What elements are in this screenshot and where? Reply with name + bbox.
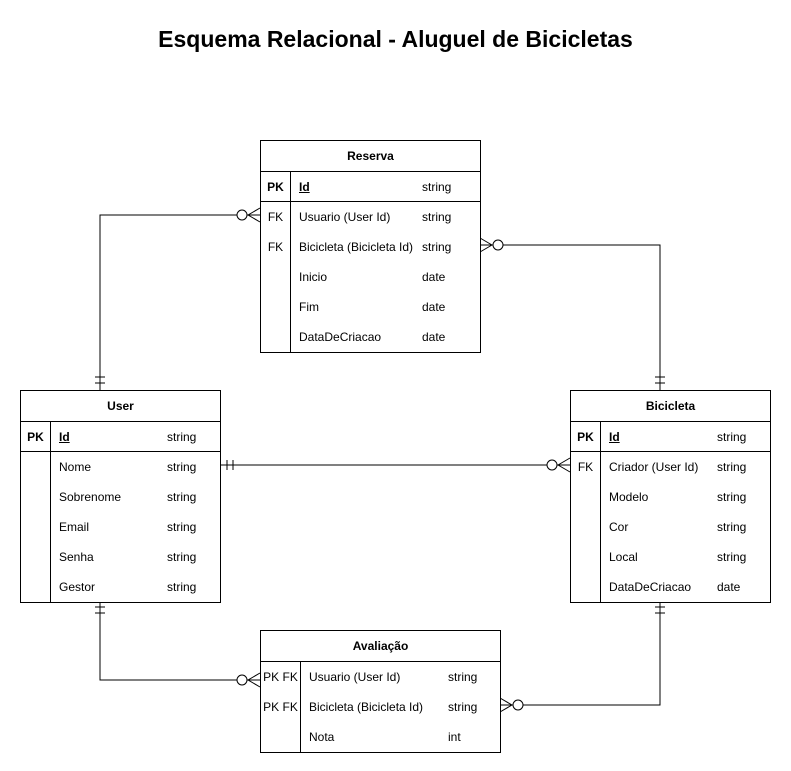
entity-title: Reserva <box>261 141 480 172</box>
field-name: Id <box>59 429 70 444</box>
field-row: FK Bicicleta (Bicicleta Id) string <box>261 232 480 262</box>
field-name: DataDeCriacao <box>299 330 382 344</box>
field-name: Id <box>299 179 310 194</box>
field-type: int <box>448 730 461 744</box>
field-type: string <box>448 670 478 684</box>
field-name: Local <box>609 550 638 564</box>
field-row: Cor string <box>571 512 770 542</box>
field-type: date <box>422 300 446 314</box>
field-name: Usuario (User Id) <box>299 210 391 224</box>
field-row: Fim date <box>261 292 480 322</box>
field-row: Modelo string <box>571 482 770 512</box>
field-row: Sobrenome string <box>21 482 220 512</box>
field-type: string <box>422 240 452 254</box>
diagram-title: Esquema Relacional - Aluguel de Biciclet… <box>158 26 633 52</box>
entity-title: Bicicleta <box>571 391 770 422</box>
field-type: string <box>167 520 197 534</box>
rel-user-reserva <box>99 214 260 390</box>
pk-row: PK Id string <box>571 422 770 452</box>
key-label: PK FK <box>261 692 301 722</box>
key-label <box>571 542 601 572</box>
field-type: string <box>717 520 747 534</box>
field-name: Nome <box>59 460 92 474</box>
field-type: string <box>717 490 747 504</box>
field-row: Local string <box>571 542 770 572</box>
key-label: PK <box>261 172 291 201</box>
field-type: string <box>167 490 197 504</box>
entity-avaliacao: Avaliação PK FK Usuario (User Id) string… <box>260 630 501 753</box>
rel-user-avaliacao <box>99 600 260 681</box>
key-label <box>21 452 51 482</box>
rel-bicicleta-avaliacao <box>500 600 661 706</box>
field-type: date <box>422 270 446 284</box>
field-row: FK Criador (User Id) string <box>571 452 770 482</box>
key-label: PK FK <box>261 662 301 692</box>
field-name: Id <box>609 429 620 444</box>
field-row: Email string <box>21 512 220 542</box>
key-label: FK <box>261 202 291 232</box>
field-name: Sobrenome <box>59 490 122 504</box>
field-name: DataDeCriacao <box>609 580 692 594</box>
field-type: string <box>717 550 747 564</box>
field-row: FK Usuario (User Id) string <box>261 202 480 232</box>
field-row: DataDeCriacao date <box>261 322 480 352</box>
key-label <box>21 542 51 572</box>
rel-bicicleta-reserva <box>480 244 661 390</box>
entity-user: User PK Id string Nome string Sobrenome … <box>20 390 221 603</box>
field-row: Nota int <box>261 722 500 752</box>
field-row: Senha string <box>21 542 220 572</box>
field-name: Bicicleta (Bicicleta Id) <box>309 700 424 714</box>
key-label <box>261 292 291 322</box>
key-label <box>571 512 601 542</box>
key-label <box>571 572 601 602</box>
field-name: Modelo <box>609 490 649 504</box>
key-label <box>21 572 51 602</box>
entity-bicicleta: Bicicleta PK Id string FK Criador (User … <box>570 390 771 603</box>
key-label <box>571 482 601 512</box>
field-row: Inicio date <box>261 262 480 292</box>
key-label <box>21 482 51 512</box>
field-name: Gestor <box>59 580 96 594</box>
field-type: string <box>167 550 197 564</box>
field-name: Senha <box>59 550 94 564</box>
key-label: FK <box>261 232 291 262</box>
field-name: Nota <box>309 730 335 744</box>
field-name: Fim <box>299 300 319 314</box>
field-name: Usuario (User Id) <box>309 670 401 684</box>
field-type: date <box>422 330 446 344</box>
field-type: string <box>717 429 747 444</box>
key-label: PK <box>21 422 51 451</box>
field-type: string <box>422 210 452 224</box>
field-row: Nome string <box>21 452 220 482</box>
entity-title: User <box>21 391 220 422</box>
field-name: Criador (User Id) <box>609 460 699 474</box>
field-name: Inicio <box>299 270 328 284</box>
field-row: PK FK Bicicleta (Bicicleta Id) string <box>261 692 500 722</box>
entity-reserva: Reserva PK Id string FK Usuario (User Id… <box>260 140 481 353</box>
field-type: string <box>167 429 197 444</box>
field-name: Cor <box>609 520 629 534</box>
field-type: string <box>448 700 478 714</box>
field-type: string <box>717 460 747 474</box>
key-label <box>261 322 291 352</box>
pk-row: PK Id string <box>21 422 220 452</box>
field-row: DataDeCriacao date <box>571 572 770 602</box>
field-type: string <box>167 460 197 474</box>
field-name: Bicicleta (Bicicleta Id) <box>299 240 414 254</box>
key-label: FK <box>571 452 601 482</box>
field-name: Email <box>59 520 90 534</box>
field-type: string <box>167 580 197 594</box>
key-label <box>21 512 51 542</box>
key-label <box>261 722 301 752</box>
field-type: date <box>717 580 741 594</box>
key-label <box>261 262 291 292</box>
key-label: PK <box>571 422 601 451</box>
pk-row: PK Id string <box>261 172 480 202</box>
field-type: string <box>422 179 452 194</box>
entity-title: Avaliação <box>261 631 500 662</box>
field-row: Gestor string <box>21 572 220 602</box>
field-row: PK FK Usuario (User Id) string <box>261 662 500 692</box>
